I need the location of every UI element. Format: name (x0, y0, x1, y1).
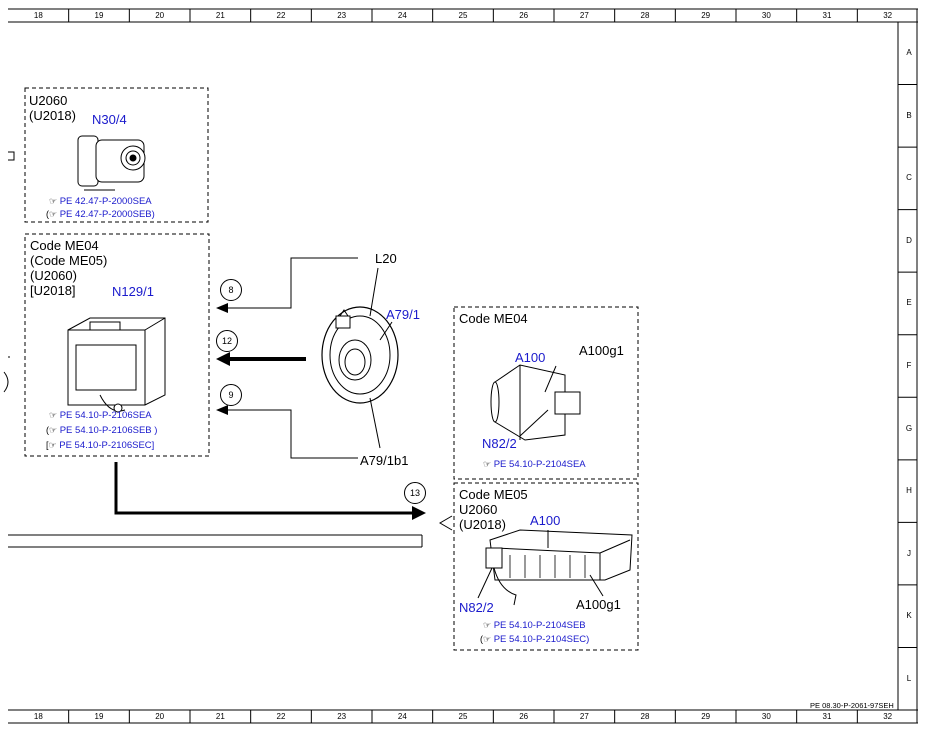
component-label-a100g1-me04: A100g1 (579, 343, 624, 358)
column-number: 27 (579, 11, 589, 20)
box2-line-4: [U2018] (30, 283, 76, 298)
component-label-a100-me05: A100 (530, 513, 561, 528)
column-number: 20 (155, 11, 165, 20)
column-number: 24 (397, 712, 407, 721)
column-number: 22 (276, 11, 286, 20)
arrow-ref-12[interactable]: 12 (216, 330, 238, 352)
column-number: 23 (337, 11, 347, 20)
column-number: 22 (276, 712, 286, 721)
component-label-l20: L20 (375, 251, 397, 266)
pointing-hand-icon: ☞ (483, 459, 492, 469)
row-letter: E (906, 298, 912, 308)
pointing-hand-icon: ☞ (49, 196, 58, 206)
column-number: 27 (579, 712, 589, 721)
component-label-n30-4: N30/4 (92, 112, 127, 127)
box4-ref-2[interactable]: (☞ PE 54.10-P-2104SEC) (480, 634, 590, 645)
n129-1-illustration (67, 317, 166, 413)
a100-me05-illustration (477, 529, 633, 606)
box1-ref-2[interactable]: (☞ PE 42.47-P-2000SEB) (46, 209, 155, 220)
row-letter: F (906, 361, 912, 370)
column-number: 19 (94, 712, 104, 721)
component-label-n82-2-me05: N82/2 (459, 600, 494, 615)
column-number: 28 (640, 11, 650, 20)
box2-line-3: (U2060) (30, 268, 77, 283)
box2-line-1: Code ME04 (30, 238, 99, 253)
column-number: 32 (883, 11, 893, 20)
a100-me04-illustration (490, 364, 581, 441)
component-label-a79-1b1: A79/1b1 (360, 453, 409, 468)
box2-line-2: (Code ME05) (30, 253, 108, 268)
column-number: 20 (155, 712, 165, 721)
arrow-ref-8[interactable]: 8 (220, 279, 242, 301)
document-code: PE 08.30-P-2061-97SEH (810, 701, 894, 710)
box1-line-2: (U2018) (29, 108, 76, 123)
column-number: 31 (822, 712, 832, 721)
box2-ref-3[interactable]: [☞ PE 54.10-P-2106SEC] (46, 440, 155, 451)
component-label-n82-2-me04: N82/2 (482, 436, 517, 451)
column-number: 19 (94, 11, 104, 20)
box4-ref-1[interactable]: ☞ PE 54.10-P-2104SEB (483, 620, 586, 631)
box4-line-3: (U2018) (459, 517, 506, 532)
component-label-a100g1-me05: A100g1 (576, 597, 621, 612)
pointing-hand-icon: ☞ (49, 410, 58, 420)
column-number: 31 (822, 11, 832, 20)
column-number: 30 (761, 712, 771, 721)
pointing-hand-icon: ☞ (483, 620, 492, 630)
column-number: 32 (883, 712, 893, 721)
column-number: 29 (701, 712, 711, 721)
row-letter: B (906, 110, 912, 120)
column-number: 21 (215, 712, 225, 721)
column-number: 29 (701, 11, 711, 20)
row-letter: L (906, 673, 912, 683)
box3-ref-1[interactable]: ☞ PE 54.10-P-2104SEA (483, 459, 586, 470)
column-number: 18 (33, 712, 43, 721)
column-number: 30 (761, 11, 771, 20)
component-label-a79-1: A79/1 (386, 307, 420, 322)
component-label-n129-1: N129/1 (112, 284, 154, 299)
row-letter: C (906, 173, 912, 183)
column-number: 25 (458, 712, 468, 721)
arrow-ref-13[interactable]: 13 (404, 482, 426, 504)
row-letter: K (906, 611, 912, 621)
row-letter: H (906, 486, 912, 496)
box2-ref-2[interactable]: (☞ PE 54.10-P-2106SEB ) (46, 425, 158, 436)
arrow-ref-9[interactable]: 9 (220, 384, 242, 406)
box3-title: Code ME04 (459, 311, 528, 326)
column-number: 24 (397, 11, 407, 20)
box1-ref-1[interactable]: ☞ PE 42.47-P-2000SEA (49, 196, 152, 207)
pointing-hand-icon: ☞ (48, 440, 57, 450)
column-number: 26 (519, 712, 529, 721)
clock-spring-illustration (321, 306, 399, 404)
component-label-a100-me04: A100 (515, 350, 546, 365)
pointing-hand-icon: ☞ (49, 209, 58, 219)
box1-line-1: U2060 (29, 93, 68, 108)
pointing-hand-icon: ☞ (483, 634, 492, 644)
column-number: 23 (337, 712, 347, 721)
column-number: 26 (519, 11, 529, 20)
row-letter: J (907, 548, 911, 558)
n30-4-illustration (77, 135, 146, 191)
column-number: 18 (33, 11, 43, 20)
box4-line-2: U2060 (459, 502, 498, 517)
row-letter: G (905, 423, 913, 433)
row-letter: A (906, 48, 912, 58)
box2-ref-1[interactable]: ☞ PE 54.10-P-2106SEA (49, 410, 152, 421)
pointing-hand-icon: ☞ (49, 425, 58, 435)
column-number: 25 (458, 11, 468, 20)
column-number: 28 (640, 712, 650, 721)
row-letter: D (906, 235, 912, 245)
column-number: 21 (215, 11, 225, 20)
box4-line-1: Code ME05 (459, 487, 528, 502)
